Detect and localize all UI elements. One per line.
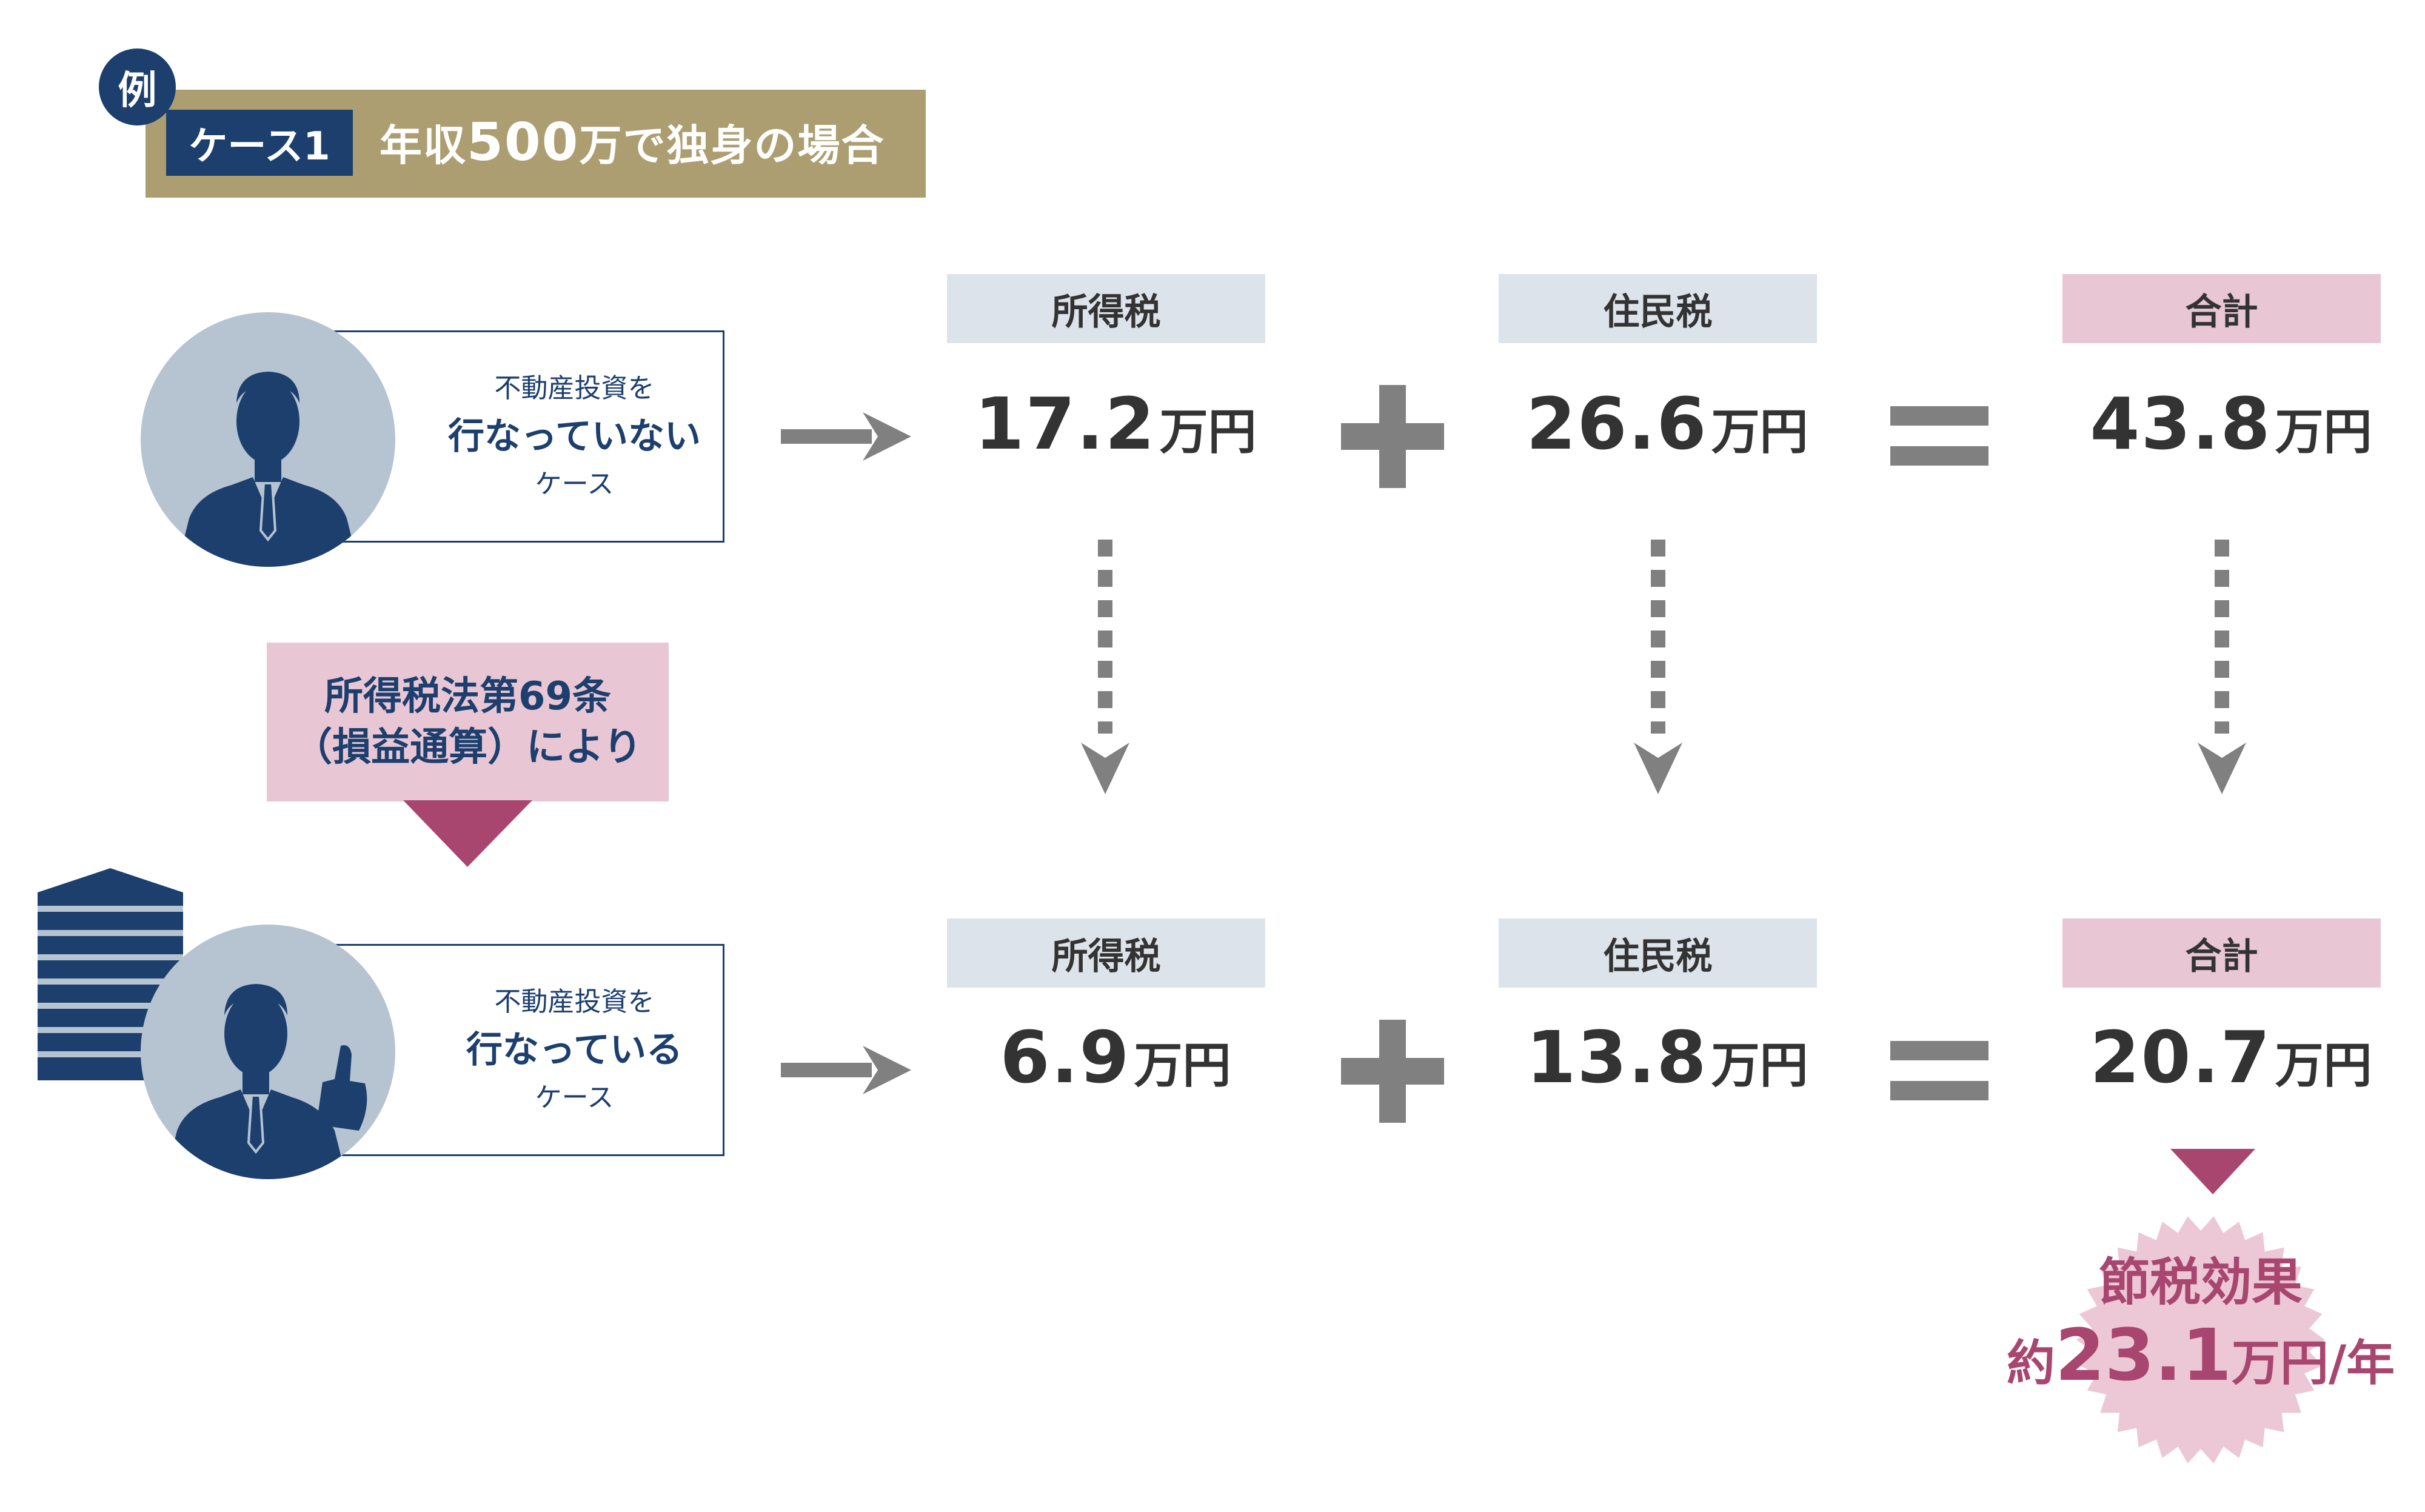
value-unit: 万円 [2275,1037,2372,1094]
effect-number: 23.1 [2055,1313,2232,1397]
value-number: 20.7 [2090,1015,2272,1099]
dashed-arrow-down-icon [2198,540,2246,794]
businessman-icon [141,312,395,567]
equals-icon [1890,1041,1988,1100]
triangle-down-icon [403,800,532,867]
arrow-right-icon [781,412,911,461]
dashed-arrow-down-icon [1081,540,1129,794]
case-line3: ケース [535,1082,614,1113]
case-line2: 行なっている [466,1029,683,1071]
effect-unit: 万円 [2231,1335,2329,1391]
title-suffix: 万で独身の場合 [579,121,885,170]
case-line1: 不動産投資を [494,986,655,1017]
total-label: 合計 [2062,918,2381,988]
example-badge: 例 [99,49,176,125]
value-number: 26.6 [1526,382,1708,466]
case-box-with-investment: 不動産投資を 行なっている ケース [315,944,724,1156]
title-number: 500 [467,112,580,173]
plus-icon [1341,1020,1444,1123]
resident-tax-label: 住民税 [1499,274,1817,343]
effect-suffix: /年 [2328,1335,2395,1391]
condition-box: 所得税法第69条 （損益通算）により [267,643,669,801]
value-unit: 万円 [2275,404,2372,460]
income-tax-label: 所得税 [947,918,1265,988]
dashed-arrow-down-icon [1634,540,1682,794]
value-unit: 万円 [1134,1037,1231,1094]
tax-saving-effect: 節税効果 約23.1万円/年 [1976,1249,2425,1416]
plus-icon [1341,385,1444,488]
equals-icon [1890,406,1988,466]
value-number: 43.8 [2090,382,2272,466]
triangle-down-icon [2170,1149,2255,1194]
total-label: 合計 [2062,274,2381,343]
starburst-icon [2076,1216,2325,1463]
case-line2: 行なっていない [448,415,701,458]
effect-value: 約23.1万円/年 [2007,1316,2395,1416]
case-badge: ケース1 [166,110,353,176]
condition-line2: （損益通算）により [293,725,642,770]
value-number: 13.8 [1526,1015,1708,1099]
value-unit: 万円 [1711,1037,1808,1094]
case-line1: 不動産投資を [494,373,655,404]
page-title: 年収500万で独身の場合 [380,108,885,177]
arrow-right-icon [781,1046,911,1094]
income-tax-label: 所得税 [947,274,1265,343]
value-unit: 万円 [1159,404,1257,460]
value-number: 6.9 [1000,1015,1131,1099]
case-line3: ケース [535,469,614,500]
effect-title: 節税効果 [2098,1253,2303,1312]
value-unit: 万円 [1711,404,1808,460]
case-box-without-investment: 不動産投資を 行なっていない ケース [315,330,724,543]
title-prefix: 年収 [380,121,467,170]
effect-prefix: 約 [2006,1335,2055,1391]
condition-line1: 所得税法第69条 [324,674,612,719]
businessman-thumbs-up-icon [141,925,395,1179]
value-number: 17.2 [974,382,1156,466]
resident-tax-label: 住民税 [1499,918,1817,988]
